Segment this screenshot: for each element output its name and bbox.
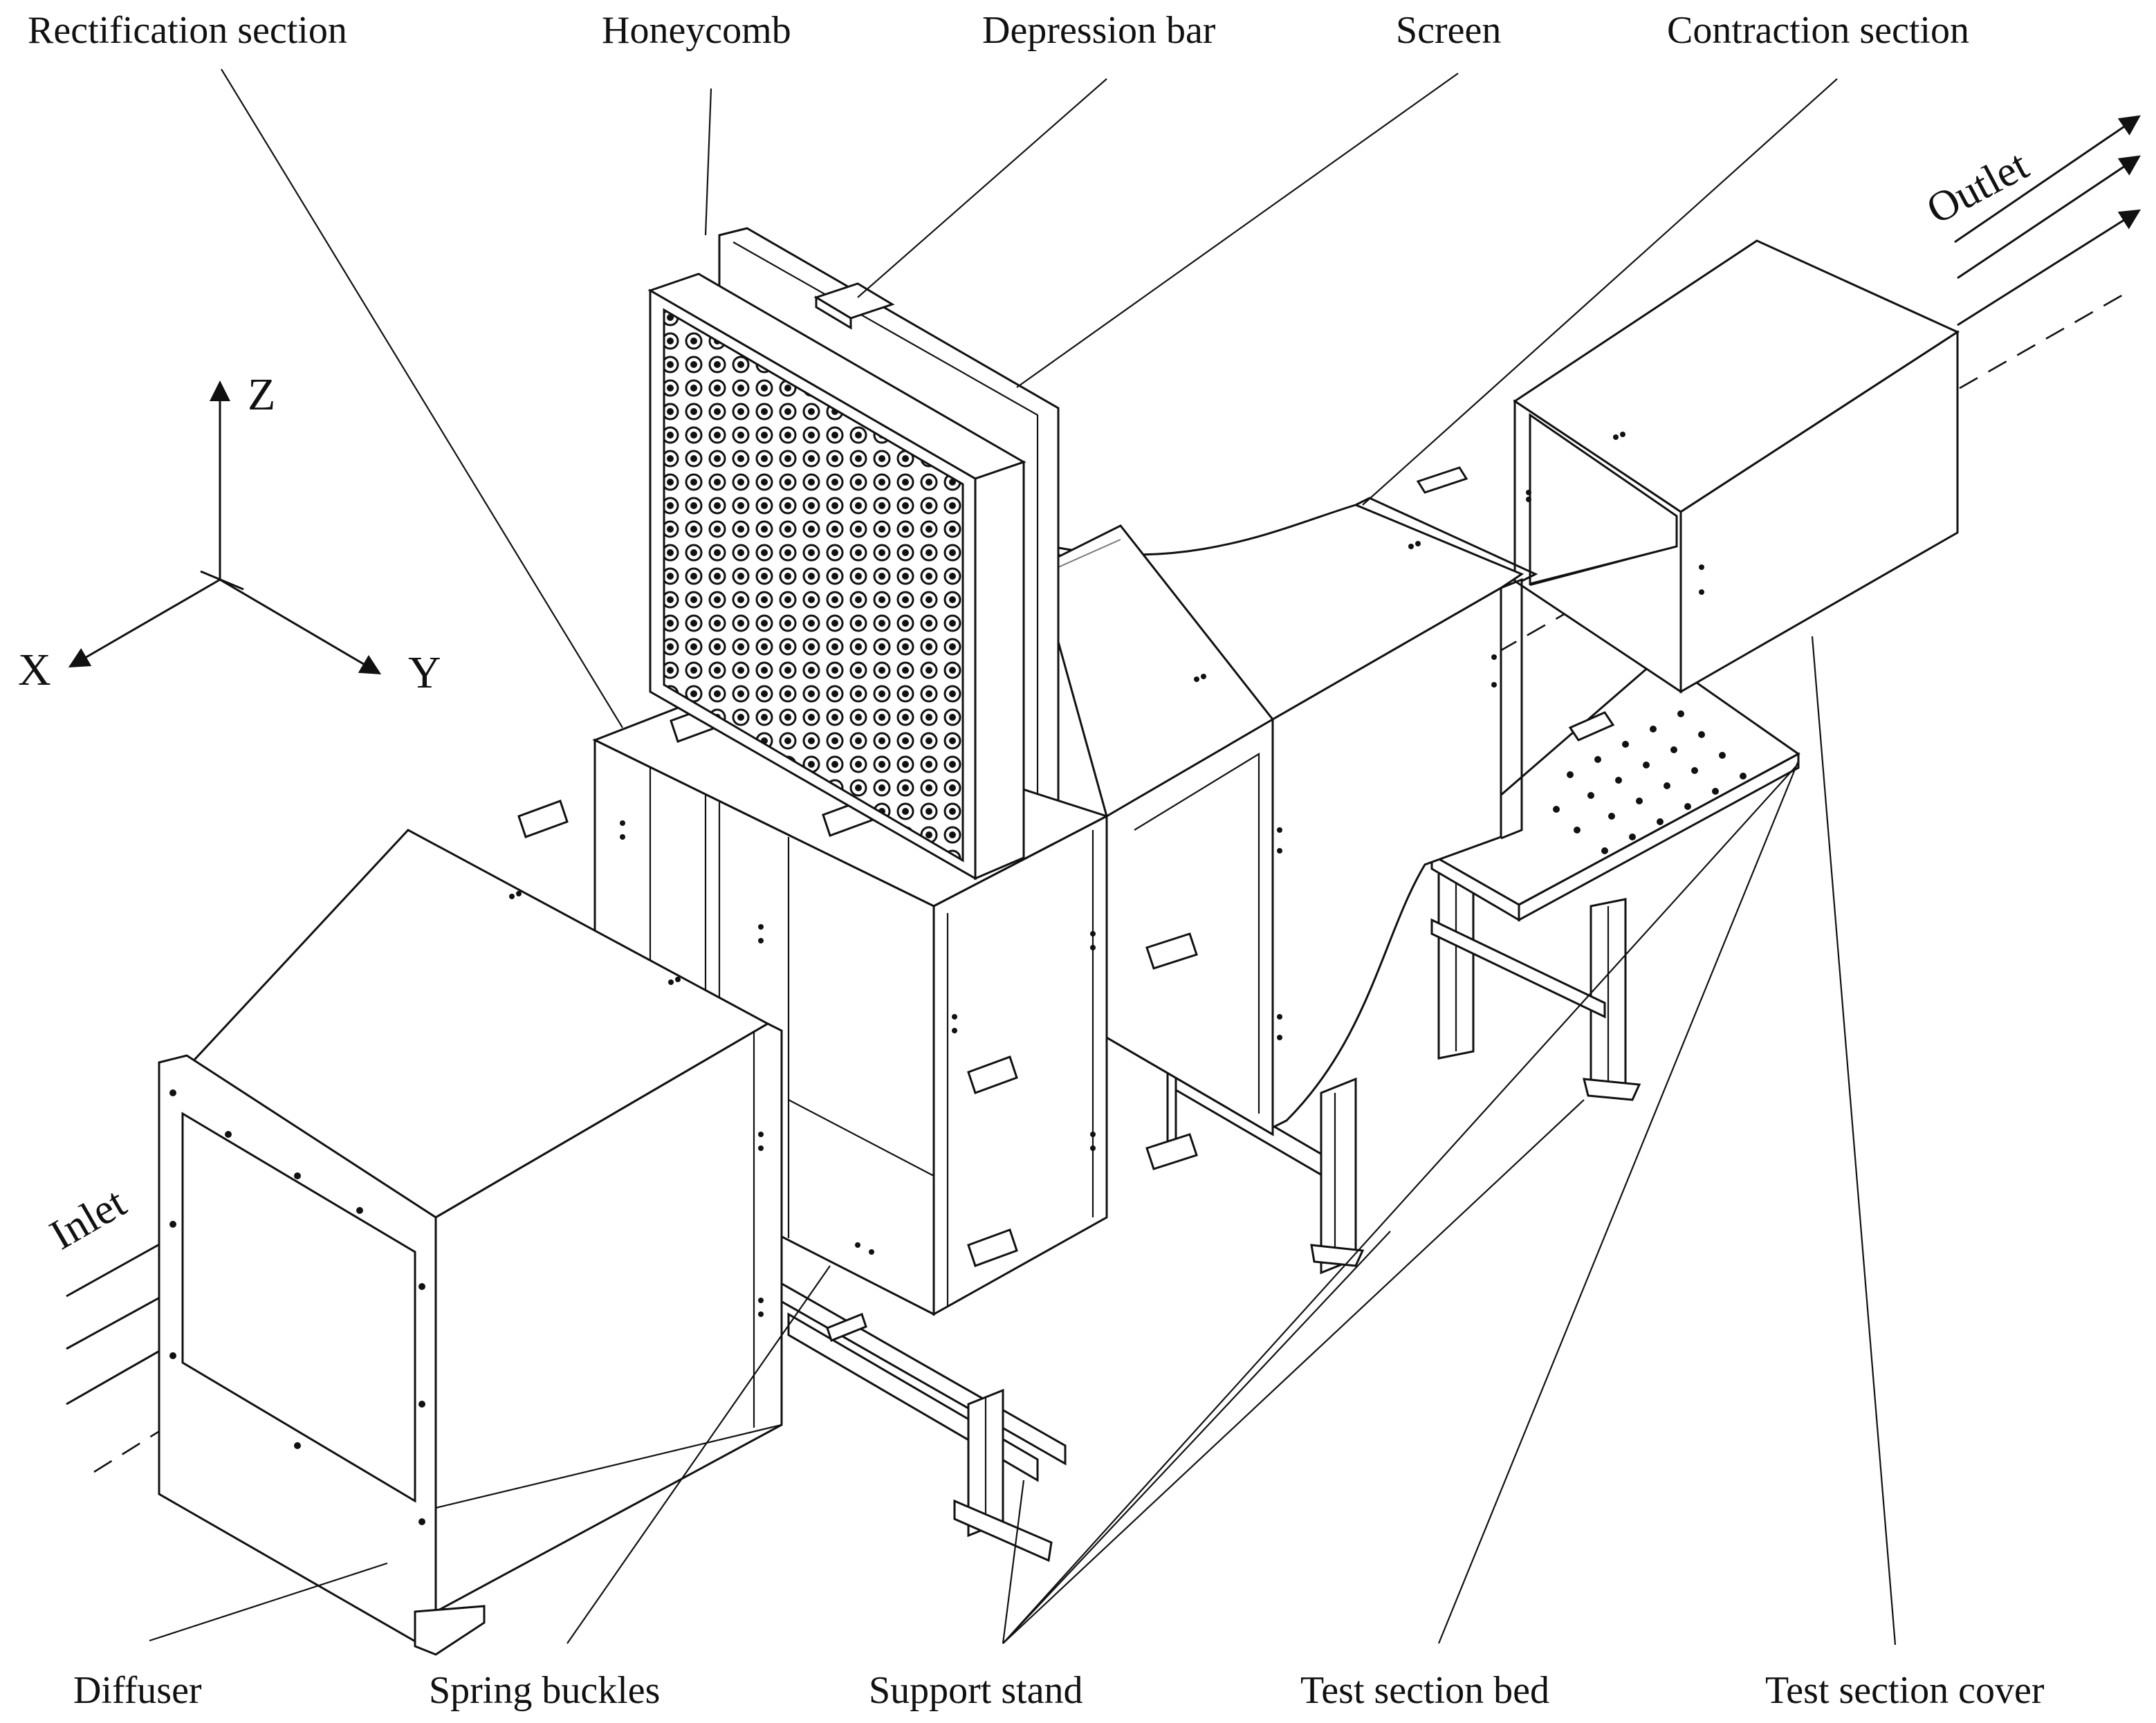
label-honeycomb: Honeycomb (602, 9, 791, 52)
leader-lines (149, 68, 1897, 1646)
axis-label-x: X (18, 645, 51, 695)
contraction-section (1048, 466, 1538, 1130)
support-stand-right (1430, 863, 1641, 1101)
label-rectification-section: Rectification section (28, 9, 347, 52)
screen-section (995, 524, 1282, 1170)
outlet-arrows (1954, 115, 2141, 326)
axis-label-z: Z (248, 369, 275, 420)
support-stand-front (773, 1278, 1067, 1563)
label-spring-buckles: Spring buckles (429, 1669, 660, 1712)
label-screen: Screen (1396, 9, 1501, 52)
label-depression-bar: Depression bar (982, 9, 1216, 52)
label-outlet: Outlet (1919, 142, 2036, 234)
label-support-stand: Support stand (869, 1669, 1083, 1712)
label-test-section-cover: Test section cover (1765, 1669, 2045, 1712)
diffuser (158, 829, 783, 1656)
label-test-section-bed: Test section bed (1300, 1669, 1549, 1712)
honeycomb (647, 273, 1026, 881)
bed-hole-pattern (1553, 710, 1747, 854)
axis-label-y: Y (408, 647, 441, 698)
test-section-bed (1430, 656, 1800, 922)
label-diffuser: Diffuser (73, 1669, 202, 1712)
label-inlet: Inlet (42, 1179, 133, 1259)
test-section-cover (1513, 239, 1960, 694)
coordinate-axes (68, 380, 382, 675)
depression-bar (813, 282, 895, 330)
label-contraction-section: Contraction section (1667, 9, 1969, 52)
